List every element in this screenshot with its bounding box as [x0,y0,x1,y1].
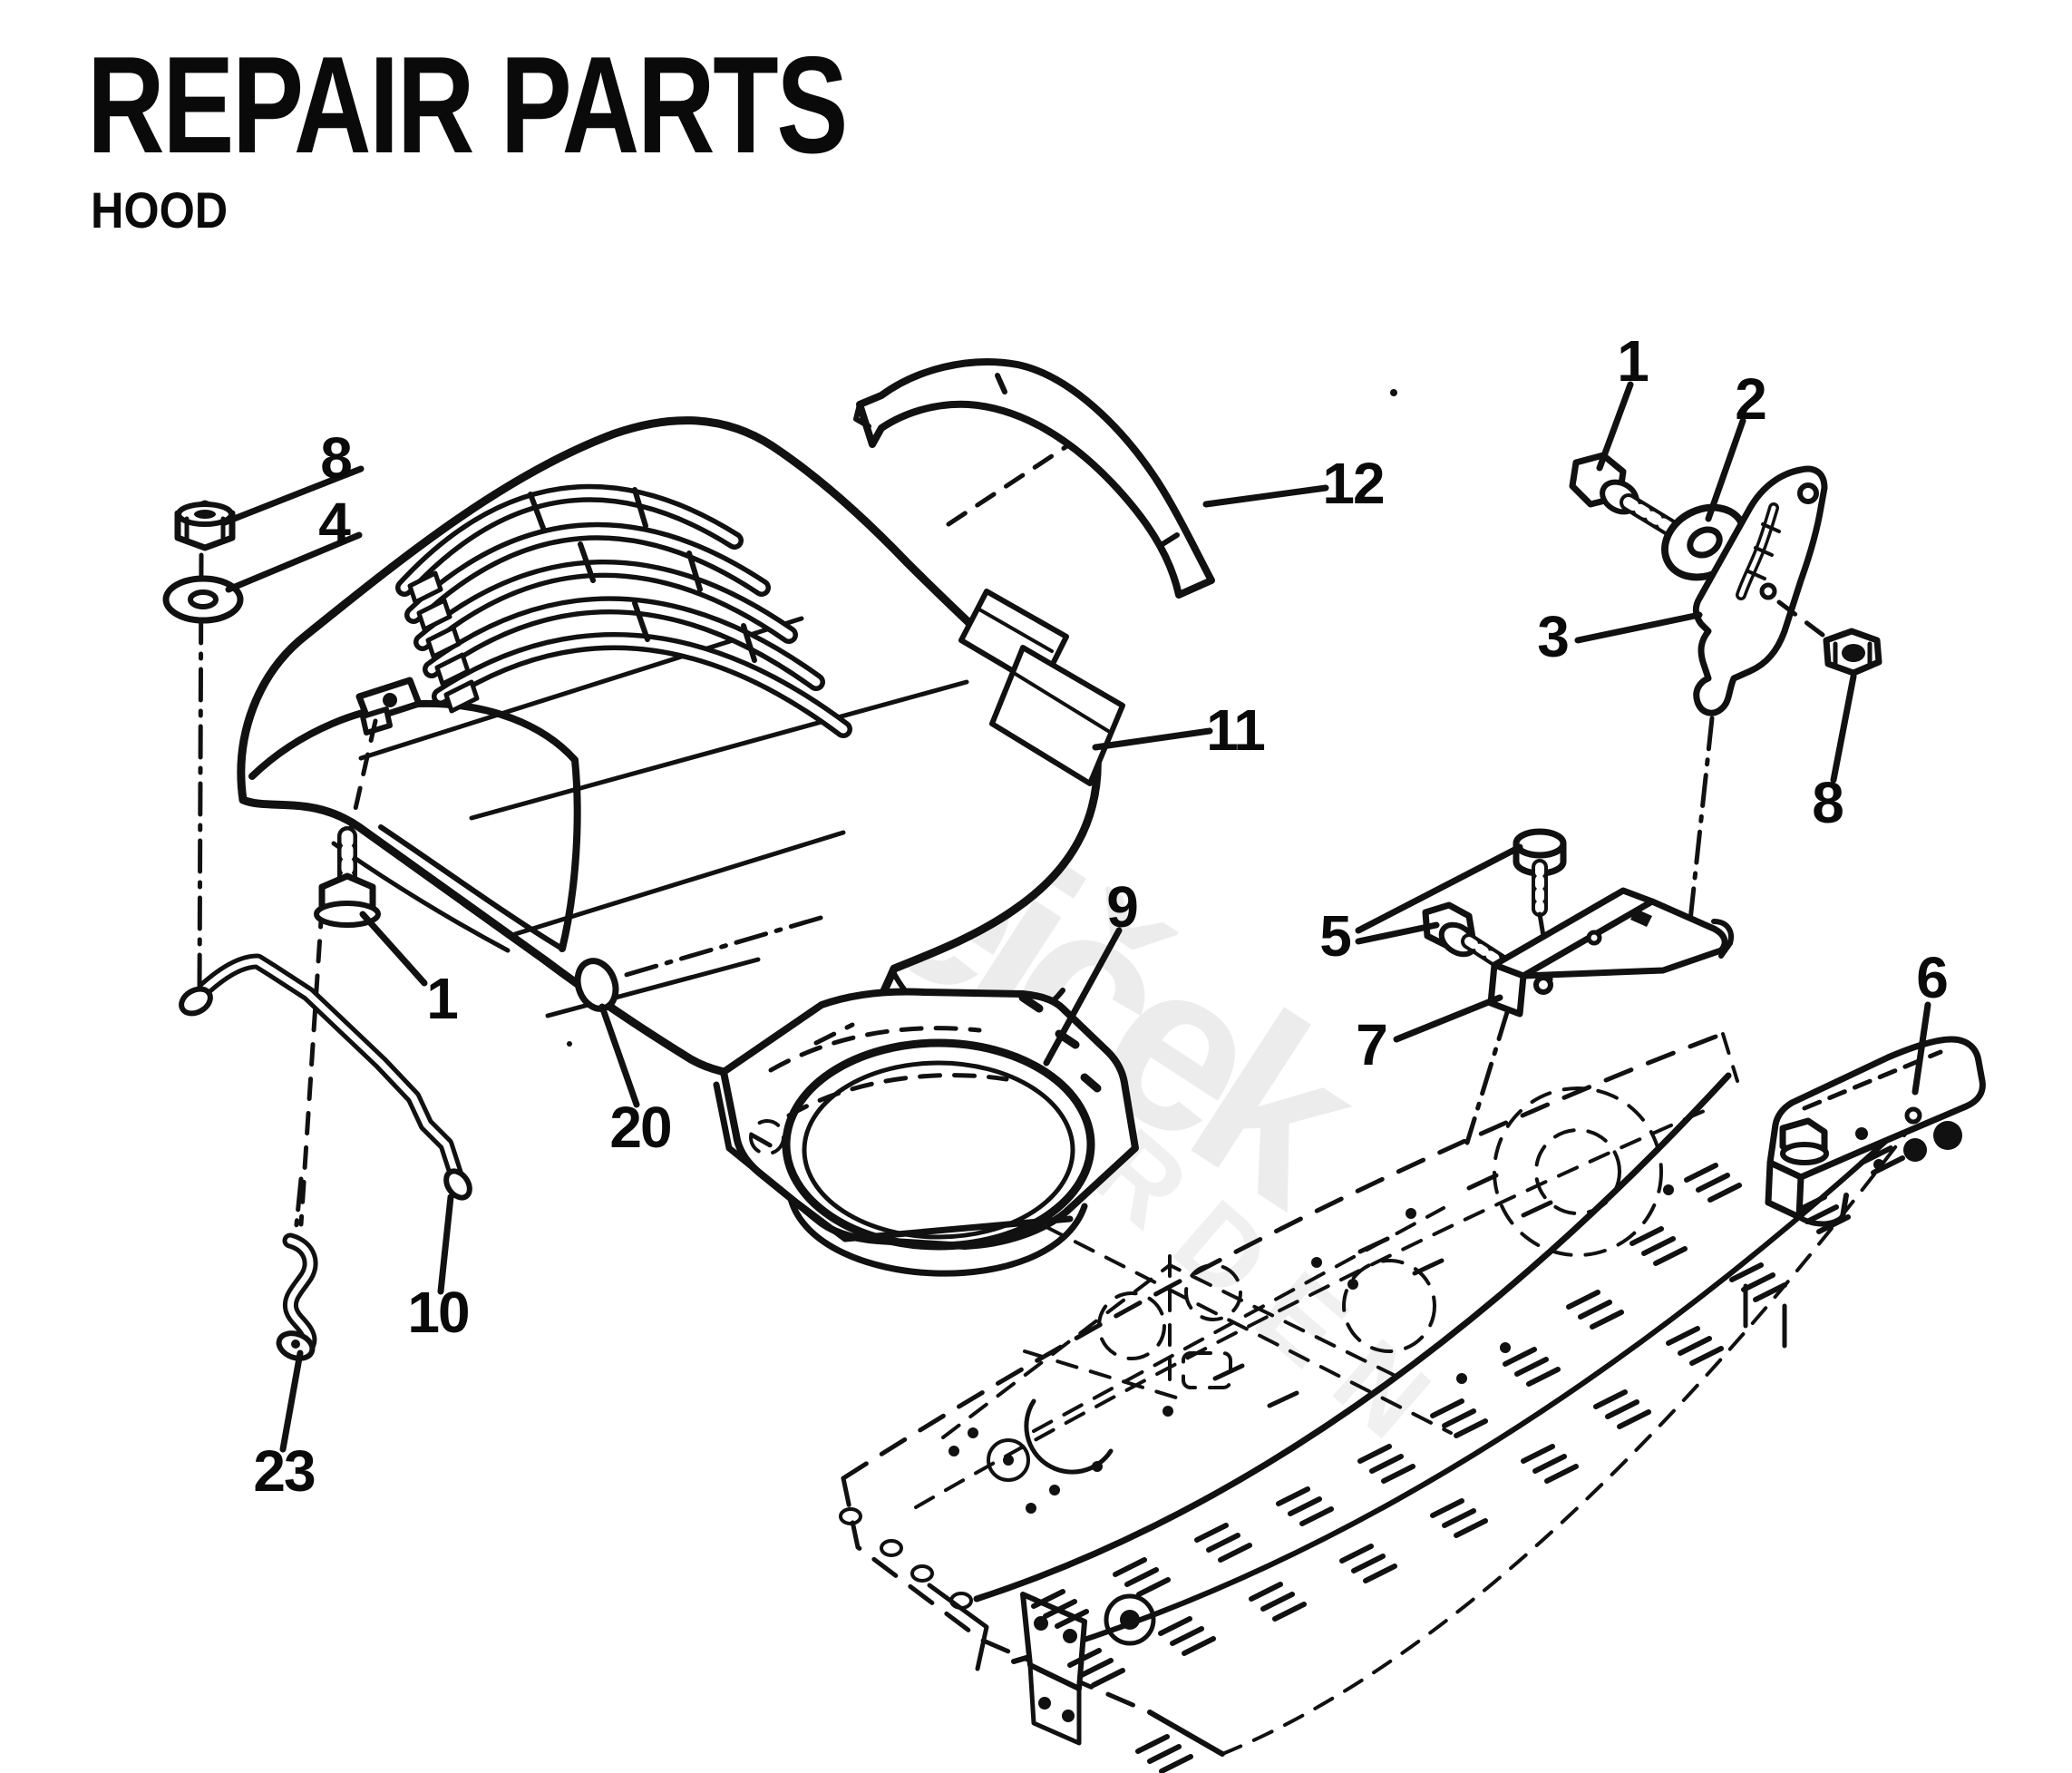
part-label-1-12: 1 [426,966,459,1031]
vent-slots [395,483,852,738]
leader-lines [221,381,1931,1453]
support-bracket-assembly [1422,828,1734,1145]
fuel-tank [713,988,1139,1277]
part-label-7-10: 7 [1356,1012,1388,1077]
part-label-1-2: 1 [1617,328,1649,394]
part-label-4-1: 4 [318,491,351,556]
bolt-5-angled [1422,901,1535,984]
part-label-11-7: 11 [1206,697,1266,763]
chassis-frame [839,1031,1934,1771]
left-bolt-1 [314,826,381,928]
part-label-3-4: 3 [1537,604,1570,669]
grille-insert [853,358,1215,599]
hinge-bracket-assembly [1569,452,1882,957]
part-label-6-11: 6 [1916,945,1949,1010]
part-label-20-13: 20 [609,1095,672,1160]
bracket-3 [1692,465,1828,716]
part-label-8-0: 8 [320,425,353,491]
bolt-5-vertical [1513,828,1567,982]
page-title: REPAIR PARTS [87,28,848,182]
part-label-2-3: 2 [1735,366,1767,432]
nut-8-right [1823,628,1882,677]
part-label-23-15: 23 [253,1438,316,1504]
hood-support-rod [179,953,472,1201]
left-nut-washer [162,500,244,993]
print-specks [567,389,1397,1047]
washer-4 [162,575,244,624]
hood [237,416,1125,1227]
part-label-5-9: 5 [1319,903,1352,969]
bracket-23 [276,1176,318,1361]
part-label-10-14: 10 [407,1280,470,1345]
part-label-12-6: 12 [1322,451,1385,516]
part-label-9-8: 9 [1106,874,1139,940]
bracket-6-bolt [1779,1117,1829,1165]
page-subtitle: HOOD [91,181,229,239]
part-label-8-5: 8 [1812,770,1844,835]
bracket-7 [1464,887,1734,1145]
